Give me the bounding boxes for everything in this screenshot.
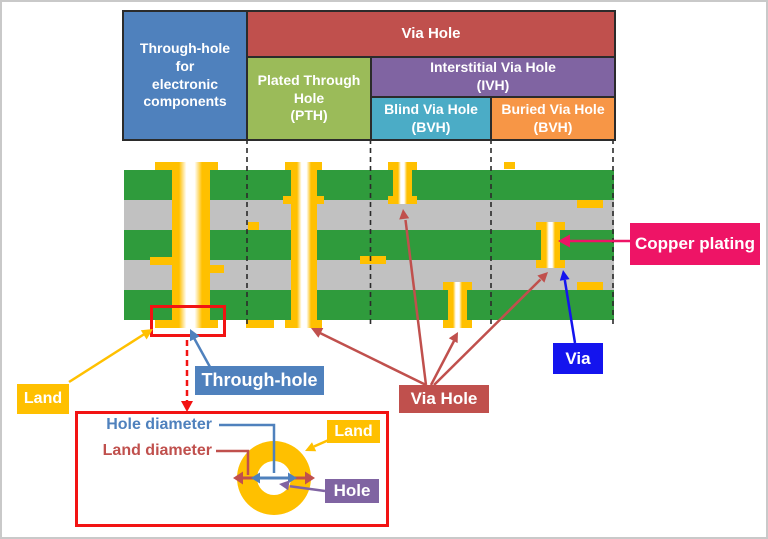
via-hole-arrowhead-bottom <box>448 332 458 344</box>
via-label: Via <box>553 343 603 374</box>
header-cell-through-hole: Through-hole for electronic components <box>124 12 246 139</box>
land-label: Land <box>17 384 69 414</box>
land-pad <box>577 200 603 208</box>
land-pad <box>504 162 515 169</box>
through-hole-label: Through-hole <box>195 366 324 395</box>
through-hole-hole <box>179 162 202 328</box>
buried-via-hole <box>546 222 555 268</box>
via-hole-arrow-pth <box>319 331 427 387</box>
land-diameter-text: Land diameter <box>102 442 212 459</box>
pth-hole <box>297 162 311 328</box>
via-hole-arrowhead-pth <box>311 328 324 338</box>
land-pad <box>246 320 274 328</box>
blind-via-hole <box>398 162 407 204</box>
header-cell-ivh: Interstitial Via Hole (IVH) <box>372 58 614 96</box>
land-highlight-rect <box>150 305 226 337</box>
bottom-via-hole <box>453 282 462 328</box>
via-hole-arrow-bottom <box>429 340 456 386</box>
copper-plating-label: Copper plating <box>630 223 760 265</box>
header-cell-buried-via: Buried Via Hole (BVH) <box>492 98 614 139</box>
header-cell-pth: Plated Through Hole (PTH) <box>248 58 370 139</box>
land-pad <box>360 256 386 264</box>
through-hole-inner-land-right <box>202 265 224 273</box>
hole-diameter-text: Hole diameter <box>106 416 212 433</box>
via-hole-label: Via Hole <box>399 385 489 413</box>
through-hole-inner-land-left <box>150 257 179 265</box>
header-cell-via-hole: Via Hole <box>248 12 614 56</box>
through-hole-arrow <box>192 337 212 368</box>
header-cell-blind-via: Blind Via Hole (BVH) <box>372 98 490 139</box>
land-pad <box>577 282 603 290</box>
inset-hole-label: Hole <box>325 479 379 503</box>
land-donut-hole <box>257 461 291 495</box>
inset-land-label: Land <box>327 420 380 443</box>
land-arrow <box>68 331 147 384</box>
land-pad <box>248 222 259 230</box>
